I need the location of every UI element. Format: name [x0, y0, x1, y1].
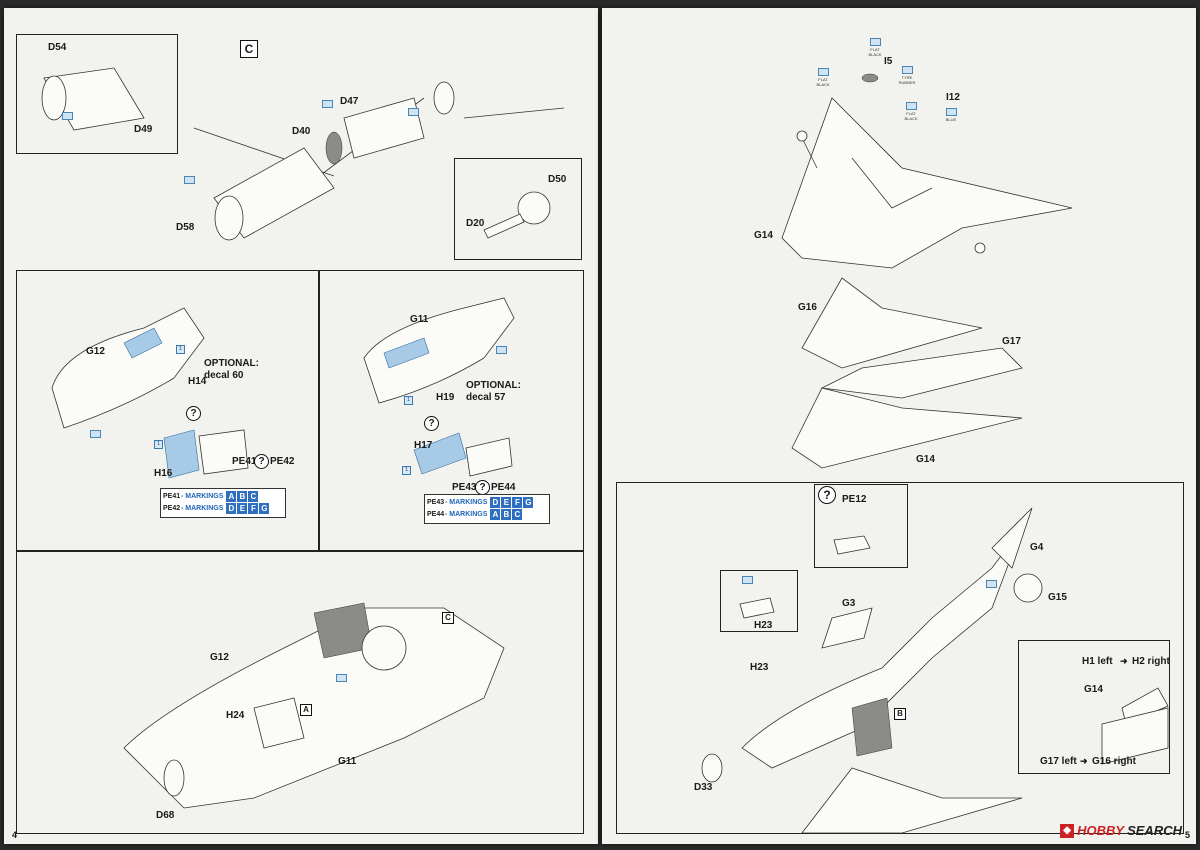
part-label-h19: H19 — [436, 392, 455, 403]
alternate-left: PE43 — [452, 482, 477, 493]
part-label-d58: D58 — [176, 222, 195, 233]
markings-row: PE43 - MARKINGS D E F G — [427, 496, 534, 508]
instruction-page-right: I5 I12 G14 FLAT BLACK TYRE RUBBER FLAT B… — [602, 8, 1196, 844]
part-label-g3: G3 — [842, 598, 856, 609]
arrow-icon: ➜ — [1120, 656, 1128, 666]
part-label-d40: D40 — [292, 126, 311, 137]
paint-chip-blue: BLUE — [940, 108, 962, 122]
optional-icon: ? — [818, 486, 836, 504]
part-label-g12: G12 — [210, 652, 229, 663]
part-label-g12: G12 — [86, 346, 105, 357]
part-label-h23: H23 — [754, 620, 773, 631]
part-label-d47: D47 — [340, 96, 359, 107]
markings-table-g11: PE43 - MARKINGS D E F G PE44 - MARKINGS … — [424, 494, 550, 524]
left-page-artwork — [41, 67, 565, 809]
page-number-right: 5 — [1184, 830, 1190, 840]
paint-chip — [56, 112, 78, 121]
tab-left-g17: G17 left — [1040, 756, 1077, 767]
optional-icon: ? — [424, 416, 439, 431]
inset-panel-h23 — [720, 570, 798, 632]
part-label-d68: D68 — [156, 810, 175, 821]
markings-row: PE41 - MARKINGS A B C — [163, 490, 259, 502]
paint-chip-tyre-rubber: TYRE RUBBER — [896, 66, 918, 85]
part-label-d20: D20 — [466, 218, 485, 229]
inset-panel-d50 — [454, 158, 582, 260]
paint-chip — [490, 346, 512, 355]
step-panel-g12 — [16, 270, 320, 552]
part-label-h23: H23 — [750, 662, 769, 673]
alternate-icon: ? — [475, 480, 490, 495]
optional-decal: decal 57 — [466, 392, 506, 403]
step-number: 1 — [404, 396, 413, 405]
part-label-g14: G14 — [916, 454, 935, 465]
paint-chip-flat-black: FLAT BLACK — [864, 38, 886, 57]
part-label-g11: G11 — [338, 756, 357, 767]
step-ref-b: B — [894, 708, 906, 720]
tab-left-h1: H1 left — [1082, 656, 1113, 667]
part-label-i12: I12 — [946, 92, 960, 103]
markings-row: PE42 - MARKINGS D E F G — [163, 502, 270, 514]
part-label-h17: H17 — [414, 440, 433, 451]
alternate-right: PE44 — [491, 482, 516, 493]
part-label-i5: I5 — [884, 56, 893, 67]
inset-panel-d54 — [16, 34, 178, 154]
step-panel-fuselage — [16, 550, 584, 834]
part-label-pe12: PE12 — [842, 494, 867, 505]
paint-chip: FLAT BLACK — [812, 68, 834, 87]
tab-right-g16: G16 right — [1092, 756, 1136, 767]
optional-title: OPTIONAL: — [204, 358, 259, 369]
optional-title: OPTIONAL: — [466, 380, 521, 391]
inset-panel-tabs — [1018, 640, 1170, 774]
part-label-d50: D50 — [548, 174, 567, 185]
paint-chip — [980, 580, 1002, 589]
paint-chip-flat-black: FLAT BLACK — [900, 102, 922, 121]
watermark: ◆ HOBBY SEARCH — [1060, 823, 1182, 838]
part-label-g17: G17 — [1002, 336, 1021, 347]
optional-icon: ? — [186, 406, 201, 421]
paint-chip — [316, 100, 338, 109]
step-number: 1 — [154, 440, 163, 449]
part-label-g15: G15 — [1048, 592, 1067, 603]
page-number-left: 4 — [12, 830, 18, 840]
alternate-right: PE42 — [270, 456, 295, 467]
tab-right-h2: H2 right — [1132, 656, 1170, 667]
right-page-artwork — [701, 73, 1169, 834]
part-label-h24: H24 — [226, 710, 245, 721]
step-number: 1 — [402, 466, 411, 475]
instruction-page-left: C D54 D49 D47 D40 D58 D50 D20 G12 H14 H1… — [4, 8, 598, 844]
part-label-h16: H16 — [154, 468, 173, 479]
step-panel-final — [616, 482, 1184, 834]
part-label-d33: D33 — [694, 782, 713, 793]
step-ref-a: A — [300, 704, 312, 716]
step-panel-g11 — [318, 270, 584, 552]
part-label-g14: G14 — [1084, 684, 1103, 695]
part-label-g14: G14 — [754, 230, 773, 241]
optional-decal: decal 60 — [204, 370, 244, 381]
step-ref-c: C — [442, 612, 454, 624]
paint-chip — [736, 576, 758, 585]
part-label-h14: H14 — [188, 376, 207, 387]
markings-row: PE44 - MARKINGS A B C — [427, 508, 523, 520]
part-label-g16: G16 — [798, 302, 817, 313]
part-label-d49: D49 — [134, 124, 153, 135]
part-label-g11: G11 — [410, 314, 429, 325]
inset-panel-pe12 — [814, 484, 908, 568]
part-label-d54: D54 — [48, 42, 67, 53]
part-label-g4: G4 — [1030, 542, 1044, 553]
step-number: 1 — [176, 345, 185, 354]
alternate-left: PE41 — [232, 456, 257, 467]
paint-chip — [178, 176, 200, 185]
markings-table-g12: PE41 - MARKINGS A B C PE42 - MARKINGS D … — [160, 488, 286, 518]
paint-chip — [84, 430, 106, 439]
step-c-box: C — [240, 40, 258, 58]
alternate-icon: ? — [254, 454, 269, 469]
arrow-icon: ➜ — [1080, 756, 1088, 766]
paint-chip — [330, 674, 352, 683]
hobby-search-logo-icon: ◆ — [1060, 823, 1075, 838]
paint-chip — [402, 108, 424, 117]
